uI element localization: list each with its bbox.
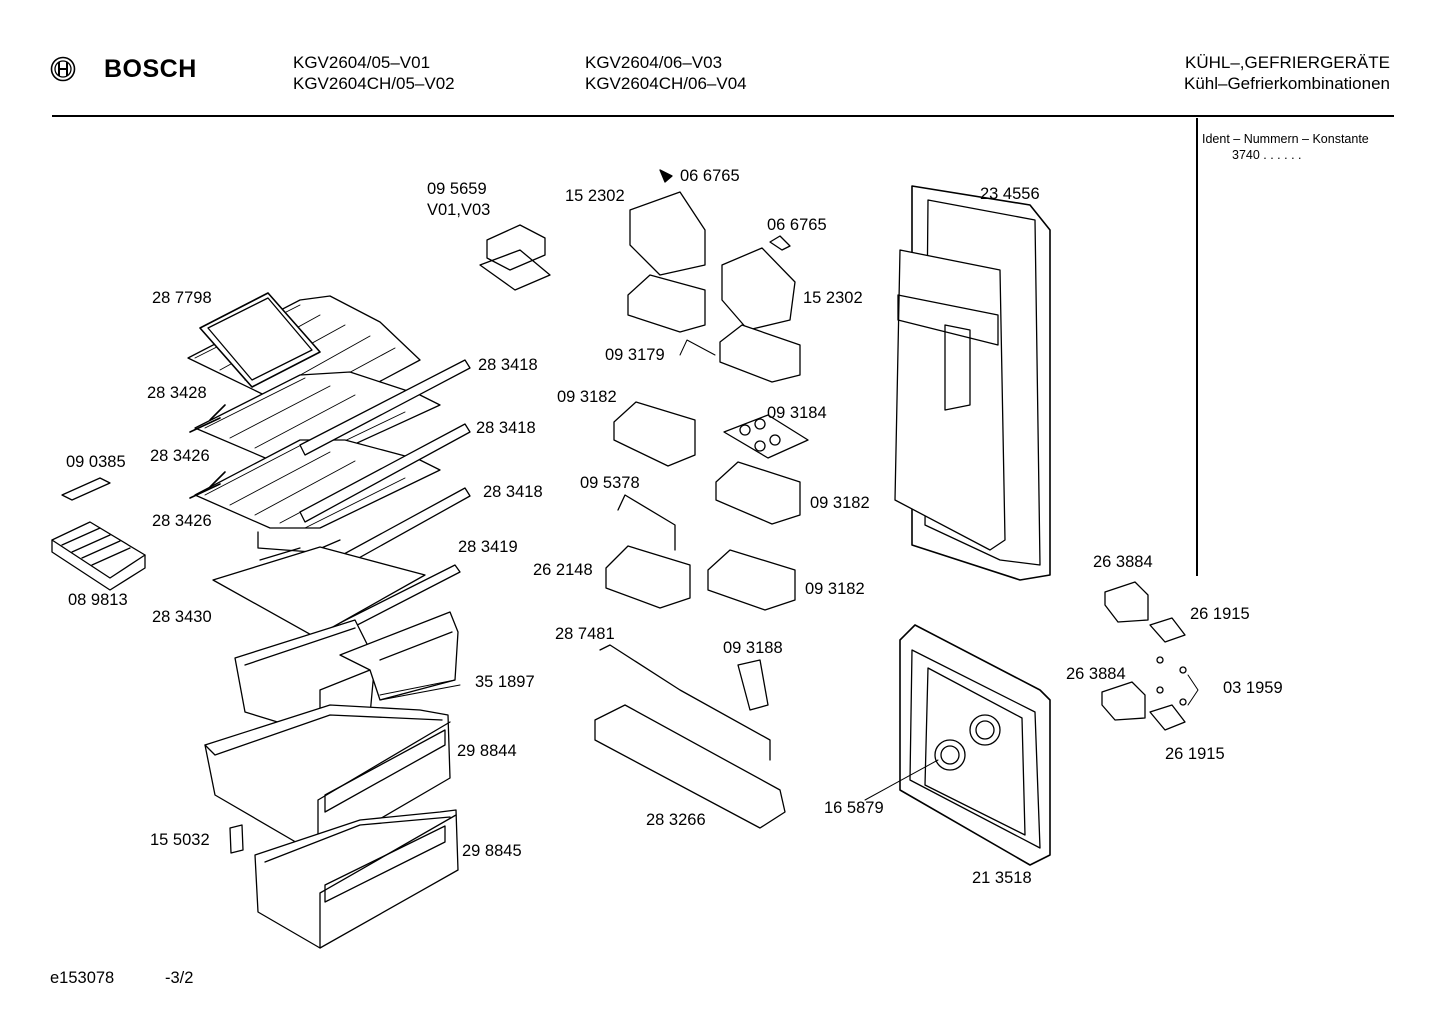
appliance-category: KÜHL–,GEFRIERGERÄTE <box>1185 53 1390 72</box>
ident-value: 3740 . . . . . . <box>1232 148 1302 162</box>
freezer-door <box>900 625 1050 865</box>
part-number-label: 23 4556 <box>980 185 1040 203</box>
part-number-label: 26 2148 <box>533 561 593 579</box>
part-number-label: 15 5032 <box>150 831 210 849</box>
leader-lines <box>380 340 1198 800</box>
part-number-label: 29 8845 <box>462 842 522 860</box>
part-number-label: 26 3884 <box>1066 665 1126 683</box>
fridge-door <box>895 186 1050 580</box>
part-number-label: 26 3884 <box>1093 553 1153 571</box>
part-number-label: 09 3182 <box>810 494 870 512</box>
model-number: KGV2604/06–V03 <box>585 53 723 72</box>
brand-name: BOSCH <box>104 55 197 83</box>
part-number-label: 09 3179 <box>605 346 665 364</box>
part-number-label: 28 3418 <box>478 356 538 374</box>
dairy-compartment <box>480 225 550 290</box>
bosch-logo-icon <box>50 56 76 82</box>
model-number: KGV2604CH/06–V04 <box>585 74 747 93</box>
part-number-label: 28 7481 <box>555 625 615 643</box>
part-number-label: 15 2302 <box>803 289 863 307</box>
part-number-label: 03 1959 <box>1223 679 1283 697</box>
part-number-label: 09 3184 <box>767 404 827 422</box>
part-number-label: V01,V03 <box>427 201 491 219</box>
door-bins <box>606 275 808 610</box>
door-hinges <box>1102 582 1186 730</box>
document-id: e153078 <box>50 969 115 987</box>
part-number-label: 09 3182 <box>557 388 617 406</box>
part-number-label: 28 3266 <box>646 811 706 829</box>
small-clip <box>230 825 243 853</box>
part-number-label: 29 8844 <box>457 742 517 760</box>
model-number: KGV2604/05–V01 <box>293 53 431 72</box>
appliance-subcategory: Kühl–Gefrierkombinationen <box>1183 74 1390 93</box>
part-number-label: 28 3418 <box>476 419 536 437</box>
part-number-label: 09 0385 <box>66 453 126 471</box>
part-number-label: 26 1915 <box>1165 745 1225 763</box>
door-shelf-covers <box>630 170 795 330</box>
part-number-label: 15 2302 <box>565 187 625 205</box>
glass-shelf-low <box>190 440 440 552</box>
part-number-label: 28 3426 <box>152 512 212 530</box>
cover-plate <box>213 547 425 637</box>
part-number-label: 28 3418 <box>483 483 543 501</box>
part-number-label: 08 9813 <box>68 591 128 609</box>
part-number-label: 28 3430 <box>152 608 212 626</box>
part-number-label: 26 1915 <box>1190 605 1250 623</box>
bottle-shelf <box>595 495 785 828</box>
part-number-label: 09 3188 <box>723 639 783 657</box>
part-number-label: 09 5378 <box>580 474 640 492</box>
part-number-label: 35 1897 <box>475 673 535 691</box>
freezer-drawer-lower <box>255 810 458 948</box>
ident-divider <box>1196 118 1198 576</box>
part-number-label: 09 3182 <box>805 580 865 598</box>
freezer-drawer-upper <box>205 705 450 855</box>
header-divider <box>52 115 1394 117</box>
part-number-label: 28 3428 <box>147 384 207 402</box>
part-number-label: 28 7798 <box>152 289 212 307</box>
part-number-label: 28 3419 <box>458 538 518 556</box>
part-number-label: 06 6765 <box>680 167 740 185</box>
ice-tray-and-scraper <box>52 478 145 590</box>
part-number-label: 09 5659 <box>427 180 487 198</box>
part-number-label: 06 6765 <box>767 216 827 234</box>
ident-title: Ident – Nummern – Konstante <box>1202 132 1369 146</box>
part-number-label: 28 3426 <box>150 447 210 465</box>
part-number-label: 16 5879 <box>824 799 884 817</box>
part-number-label: 21 3518 <box>972 869 1032 887</box>
page-number: -3/2 <box>165 969 194 987</box>
model-number: KGV2604CH/05–V02 <box>293 74 455 93</box>
